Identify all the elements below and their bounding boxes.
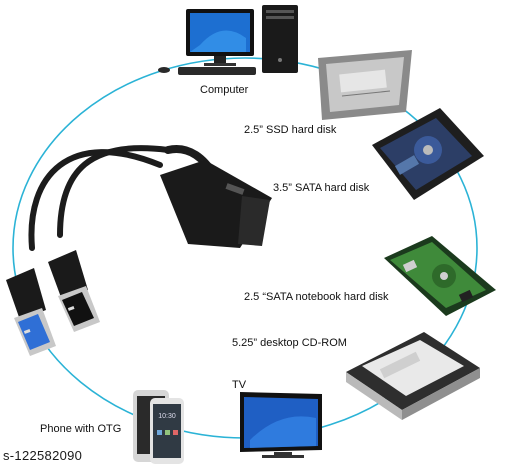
- usb-plug-blue-icon: [6, 268, 56, 356]
- ssd-label: 2.5” SSD hard disk: [244, 124, 337, 136]
- tv-label: TV: [232, 379, 247, 391]
- ssd-icon: [318, 50, 412, 120]
- sata-usb-cable-icon: [28, 145, 272, 251]
- usb-plug-black-icon: [48, 250, 100, 332]
- cdrom-label: 5.25” desktop CD-ROM: [232, 337, 347, 349]
- svg-text:10:30: 10:30: [158, 413, 176, 420]
- sata35-label: 3.5” SATA hard disk: [273, 182, 370, 194]
- cdrom-icon: [346, 332, 480, 420]
- watermark-id: s-122582090: [3, 448, 83, 463]
- notebook-label: 2.5 “SATA notebook hard disk: [244, 291, 389, 303]
- phone-label: Phone with OTG: [40, 423, 122, 435]
- phone-icon: 10:30: [133, 390, 184, 464]
- hdd-35-icon: [372, 108, 484, 200]
- computer-icon: [158, 5, 298, 75]
- tv-icon: [240, 392, 322, 458]
- computer-label: Computer: [200, 84, 249, 96]
- hdd-notebook-icon: [384, 236, 496, 316]
